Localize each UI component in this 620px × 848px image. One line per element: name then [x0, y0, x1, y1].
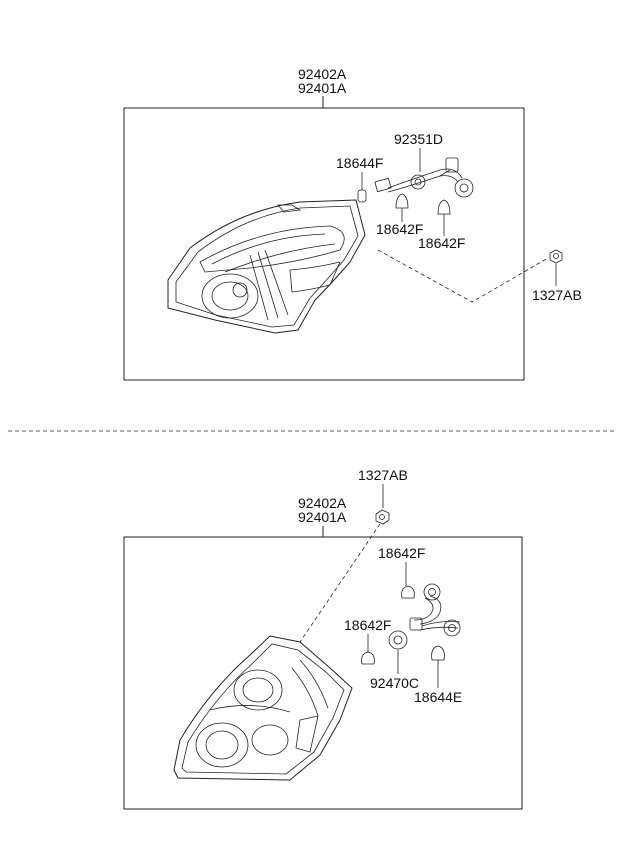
- upper-bulb-small-label: 18644F: [336, 155, 383, 171]
- lower-nut-dashed-link: [299, 523, 381, 643]
- upper-socket-label: 92351D: [394, 131, 443, 147]
- upper-bulb-small: [357, 189, 367, 203]
- upper-bulb-right-label: 18642F: [418, 235, 465, 251]
- upper-nut-label: 1327AB: [532, 287, 582, 303]
- lower-bulb-top-label: 18642F: [378, 545, 425, 561]
- lower-bulb-right: [431, 645, 445, 661]
- upper-nut-dashed-link: [377, 249, 549, 303]
- upper-assembly-label-2: 92401A: [298, 80, 347, 96]
- lower-assembly-label-1: 92402A: [298, 495, 347, 511]
- lower-assembly-label-2: 92401A: [298, 509, 347, 525]
- lower-section: 1327AB 92402A 92401A: [123, 467, 523, 810]
- upper-lamp-housing: [167, 199, 366, 334]
- upper-bulb-right: [437, 199, 451, 215]
- upper-bulb-left: [395, 193, 409, 209]
- upper-section: 92402A 92401A: [123, 66, 582, 381]
- lower-lamp-housing: [173, 635, 353, 781]
- lower-parts-frame: [123, 536, 523, 810]
- lower-socket-label: 92470C: [370, 675, 419, 691]
- upper-bulb-left-label: 18642F: [376, 221, 423, 237]
- upper-parts-frame: [123, 107, 525, 381]
- lower-socket-harness: [388, 583, 461, 650]
- lower-bulb-left: [361, 651, 375, 665]
- lower-bulb-top: [401, 585, 415, 599]
- lower-nut: [375, 509, 390, 525]
- upper-assembly-label-1: 92402A: [298, 66, 347, 82]
- lower-nut-label: 1327AB: [358, 467, 408, 483]
- upper-socket-harness: [374, 157, 474, 198]
- lower-bulb-right-label: 18644E: [414, 689, 462, 705]
- lower-bulb-left-label: 18642F: [344, 617, 391, 633]
- upper-nut: [549, 249, 563, 264]
